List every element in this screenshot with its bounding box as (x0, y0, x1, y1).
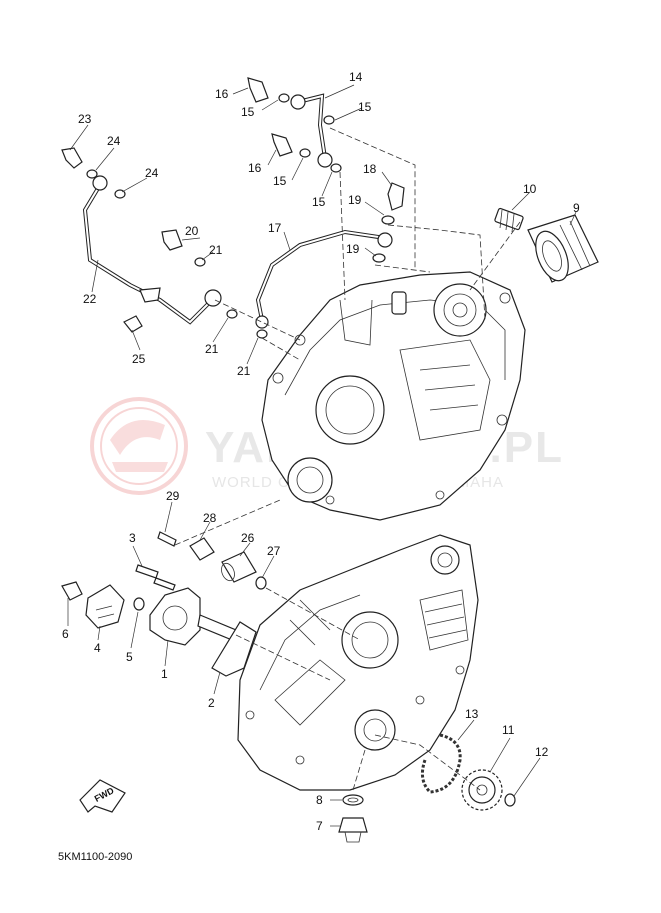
callout-23: 23 (78, 112, 92, 126)
oil-filter-union-bolt (494, 207, 524, 233)
callout-2: 2 (208, 696, 215, 710)
callout-19-a: 19 (348, 193, 362, 207)
callout-7: 7 (316, 819, 323, 833)
o-ring-5 (133, 597, 145, 611)
callout-26: 26 (241, 531, 255, 545)
oil-pipe-22 (82, 175, 222, 325)
watermark-logo (90, 397, 188, 495)
o-ring-27 (255, 576, 267, 590)
callout-27: 27 (267, 544, 281, 558)
callout-11: 11 (502, 723, 515, 737)
oil-pipe-14 (290, 93, 333, 168)
callouts: 1 2 3 4 5 6 7 8 9 10 11 12 13 14 15 15 1… (62, 70, 580, 833)
bolt-25 (123, 315, 143, 333)
callout-21-c: 21 (237, 364, 251, 378)
callout-28: 28 (203, 511, 217, 525)
callout-6: 6 (62, 627, 69, 641)
callout-25: 25 (132, 352, 146, 366)
bolt-6 (61, 581, 83, 601)
callout-13: 13 (465, 707, 479, 721)
diagram-code: 5KM1100-2090 (58, 851, 132, 863)
callout-18: 18 (363, 162, 377, 176)
leader-lines (67, 84, 577, 827)
union-bolt-18 (387, 182, 405, 211)
union-bolts-16 (247, 77, 293, 157)
washers-24 (86, 169, 126, 199)
fwd-arrow-icon: FWD (79, 779, 126, 813)
union-bolt-20 (161, 229, 183, 251)
washers-15 (278, 93, 342, 173)
callout-24-a: 24 (107, 134, 121, 148)
crankcase-upper (261, 271, 526, 521)
callout-8: 8 (316, 793, 323, 807)
bracket-28 (189, 537, 215, 561)
callout-17: 17 (268, 221, 282, 235)
callout-19-b: 19 (346, 242, 360, 256)
oil-pump-drive-chain-13 (420, 733, 462, 794)
callout-20: 20 (185, 224, 199, 238)
callout-5: 5 (126, 650, 133, 664)
washer-8 (342, 794, 364, 806)
gasket-2 (211, 621, 257, 677)
bolts-3 (135, 564, 176, 591)
circlip-12 (504, 793, 516, 807)
callout-21-a: 21 (209, 243, 223, 257)
callout-16-a: 16 (215, 87, 229, 101)
callout-16-b: 16 (248, 161, 262, 175)
callout-9: 9 (573, 201, 580, 215)
callout-21-b: 21 (205, 342, 219, 356)
callout-10: 10 (523, 182, 537, 196)
callout-14: 14 (349, 70, 363, 84)
callout-12: 12 (535, 745, 549, 759)
callout-3: 3 (129, 531, 136, 545)
callout-15-c: 15 (273, 174, 287, 188)
crankcase-lower (237, 534, 479, 791)
callout-15-a: 15 (241, 105, 255, 119)
callout-22: 22 (83, 292, 97, 306)
callout-4: 4 (94, 641, 101, 655)
bolt-29 (157, 531, 177, 547)
strainer-cover-4 (85, 584, 125, 629)
callout-1: 1 (161, 667, 168, 681)
sprocket-11 (461, 769, 503, 811)
drain-plug-7 (338, 817, 368, 843)
union-bolt-23 (61, 147, 83, 169)
oil-pump-1 (149, 587, 237, 646)
callout-29: 29 (166, 489, 180, 503)
callout-24-b: 24 (145, 166, 159, 180)
dowel-26 (221, 551, 257, 583)
callout-15-d: 15 (312, 195, 326, 209)
callout-15-b: 15 (358, 100, 372, 114)
assembly-lines (174, 127, 521, 791)
oil-filter (527, 214, 599, 283)
washers-19 (372, 215, 395, 263)
oil-pipe-17 (255, 229, 393, 329)
